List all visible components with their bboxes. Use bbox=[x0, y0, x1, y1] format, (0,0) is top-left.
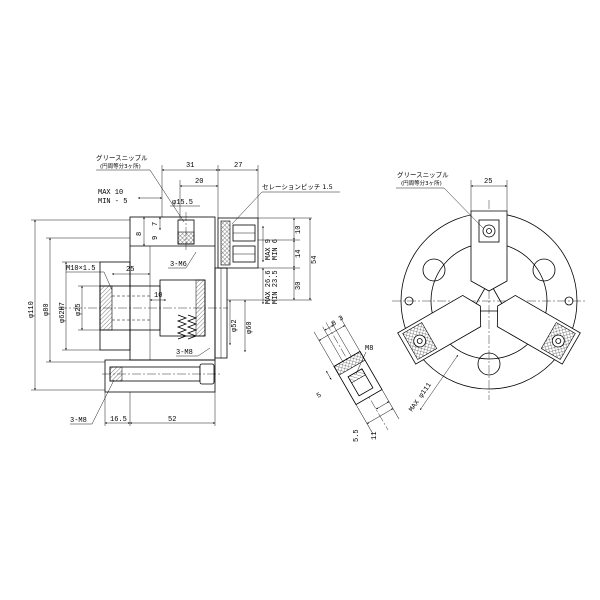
detail-dim-5-5 bbox=[375, 401, 390, 410]
detail-dim-3-label: 3 bbox=[338, 315, 346, 324]
thread-m8-mid: 3-M8 bbox=[176, 349, 193, 357]
stroke-min: MIN - 5 bbox=[98, 198, 127, 206]
through-hole-bottom bbox=[477, 352, 501, 376]
spring-right bbox=[186, 314, 198, 340]
piston-rod-section bbox=[99, 285, 113, 331]
stroke-max: MAX 10 bbox=[98, 189, 123, 197]
front-grease-nipple-note: (円周等分3ヶ所) bbox=[401, 179, 442, 187]
mounting-hole-right bbox=[564, 296, 574, 306]
thread-m6: 3-M6 bbox=[170, 261, 187, 269]
dim-31: 31 bbox=[186, 162, 194, 170]
open-max: MAX 26.6 bbox=[265, 270, 273, 304]
thread-m10: M10×1.5 bbox=[66, 265, 95, 273]
jaw-bolt-icon bbox=[413, 334, 427, 348]
dim-20: 20 bbox=[195, 178, 203, 186]
dim-phi25: φ25 bbox=[75, 303, 83, 316]
dim-phi60: φ60 bbox=[246, 321, 254, 334]
dim-16-5: 16.5 bbox=[110, 416, 127, 424]
jaw-lower-left bbox=[397, 294, 482, 365]
jaw-lower-right bbox=[496, 294, 581, 365]
dim-phi62h7: φ62H7 bbox=[59, 302, 67, 323]
open-min: MIN 23.5 bbox=[272, 270, 280, 304]
detail-dim-5-5-label: 5.5 bbox=[353, 429, 361, 442]
dim-9: 9 bbox=[152, 236, 160, 240]
serration-pitch: セレーションピッチ 1.5 bbox=[262, 183, 333, 191]
grease-nipple-icon bbox=[482, 224, 496, 238]
detail-view: 8 3 M8 5 5.5 11 bbox=[313, 315, 400, 442]
detail-dim-5-label: 5 bbox=[316, 392, 324, 401]
grease-nipple-label: グリースニップル bbox=[96, 153, 148, 162]
jaw-bolt-icon bbox=[551, 334, 565, 348]
dim-10-mid: 10 bbox=[154, 292, 162, 300]
dim-phi15-5: φ15.5 bbox=[172, 199, 193, 207]
detail-thread-m8: M8 bbox=[365, 345, 373, 353]
leader-m10 bbox=[66, 271, 113, 291]
front-dim-25: 25 bbox=[484, 178, 492, 186]
detail-dim-8-label: 8 bbox=[331, 320, 339, 329]
dim-7: 7 bbox=[152, 222, 160, 226]
dim-30: 30 bbox=[295, 282, 303, 290]
detail-serration bbox=[333, 351, 366, 376]
detail-dim-11-label: 11 bbox=[371, 432, 379, 440]
dim-phi110: φ110 bbox=[28, 301, 36, 318]
leader-detail-m8 bbox=[355, 351, 367, 375]
leader-serration bbox=[231, 191, 340, 225]
dim-52: 52 bbox=[168, 416, 176, 424]
dim-25: 25 bbox=[126, 266, 134, 274]
dim-10-top: 10 bbox=[295, 226, 303, 234]
jaw-bolt-inner bbox=[555, 338, 562, 344]
thread-m8-bottom: 3-M8 bbox=[70, 417, 87, 425]
front-grease-nipple-label: グリースニップル bbox=[397, 170, 449, 179]
detail-screw-thread bbox=[347, 368, 366, 384]
leader-grease-nipple bbox=[96, 169, 185, 223]
dim-14: 14 bbox=[295, 250, 303, 258]
grease-nipple-housing bbox=[478, 219, 500, 243]
jaw-max: MAX 9 bbox=[265, 239, 273, 260]
jaw-min: MIN 6 bbox=[272, 239, 280, 260]
detail-dim-5 bbox=[326, 370, 332, 380]
piston-section bbox=[195, 279, 206, 337]
leader-front-grease-nipple bbox=[396, 187, 484, 229]
detail-dim-11 bbox=[366, 408, 394, 424]
detail-dim-8 bbox=[318, 325, 346, 341]
dim-phi80: φ80 bbox=[43, 303, 51, 316]
center-triangle bbox=[471, 280, 507, 312]
dim-27: 27 bbox=[234, 162, 242, 170]
detail-geometry bbox=[313, 316, 400, 435]
spring-left bbox=[176, 314, 188, 340]
detail-dim-3 bbox=[324, 325, 334, 331]
jaw-top bbox=[470, 210, 508, 292]
mounting-hole-left bbox=[404, 296, 414, 306]
grease-nipple-inner bbox=[486, 228, 492, 234]
leader-m8-mid bbox=[176, 347, 211, 357]
dim-line-max-phi111 bbox=[419, 354, 459, 411]
dim-54: 54 bbox=[311, 256, 319, 264]
dim-phi52: φ52 bbox=[231, 319, 239, 332]
mounting-flange bbox=[104, 359, 216, 393]
jaw-bolt-inner bbox=[416, 338, 423, 344]
through-hole-upper-left bbox=[422, 258, 446, 282]
jaw-serration bbox=[220, 220, 231, 266]
through-hole-upper-right bbox=[532, 258, 556, 282]
leader-m8-bottom bbox=[70, 379, 115, 425]
leader-m6 bbox=[168, 251, 197, 269]
jaw-side bbox=[217, 217, 259, 269]
jaw-body bbox=[470, 210, 508, 292]
grease-nipple-note: (円周等分3ヶ所) bbox=[100, 162, 141, 170]
side-view: グリースニップル (円周等分3ヶ所) 31 27 20 MAX 10 MIN -… bbox=[28, 153, 340, 426]
dim-8: 8 bbox=[136, 232, 144, 236]
